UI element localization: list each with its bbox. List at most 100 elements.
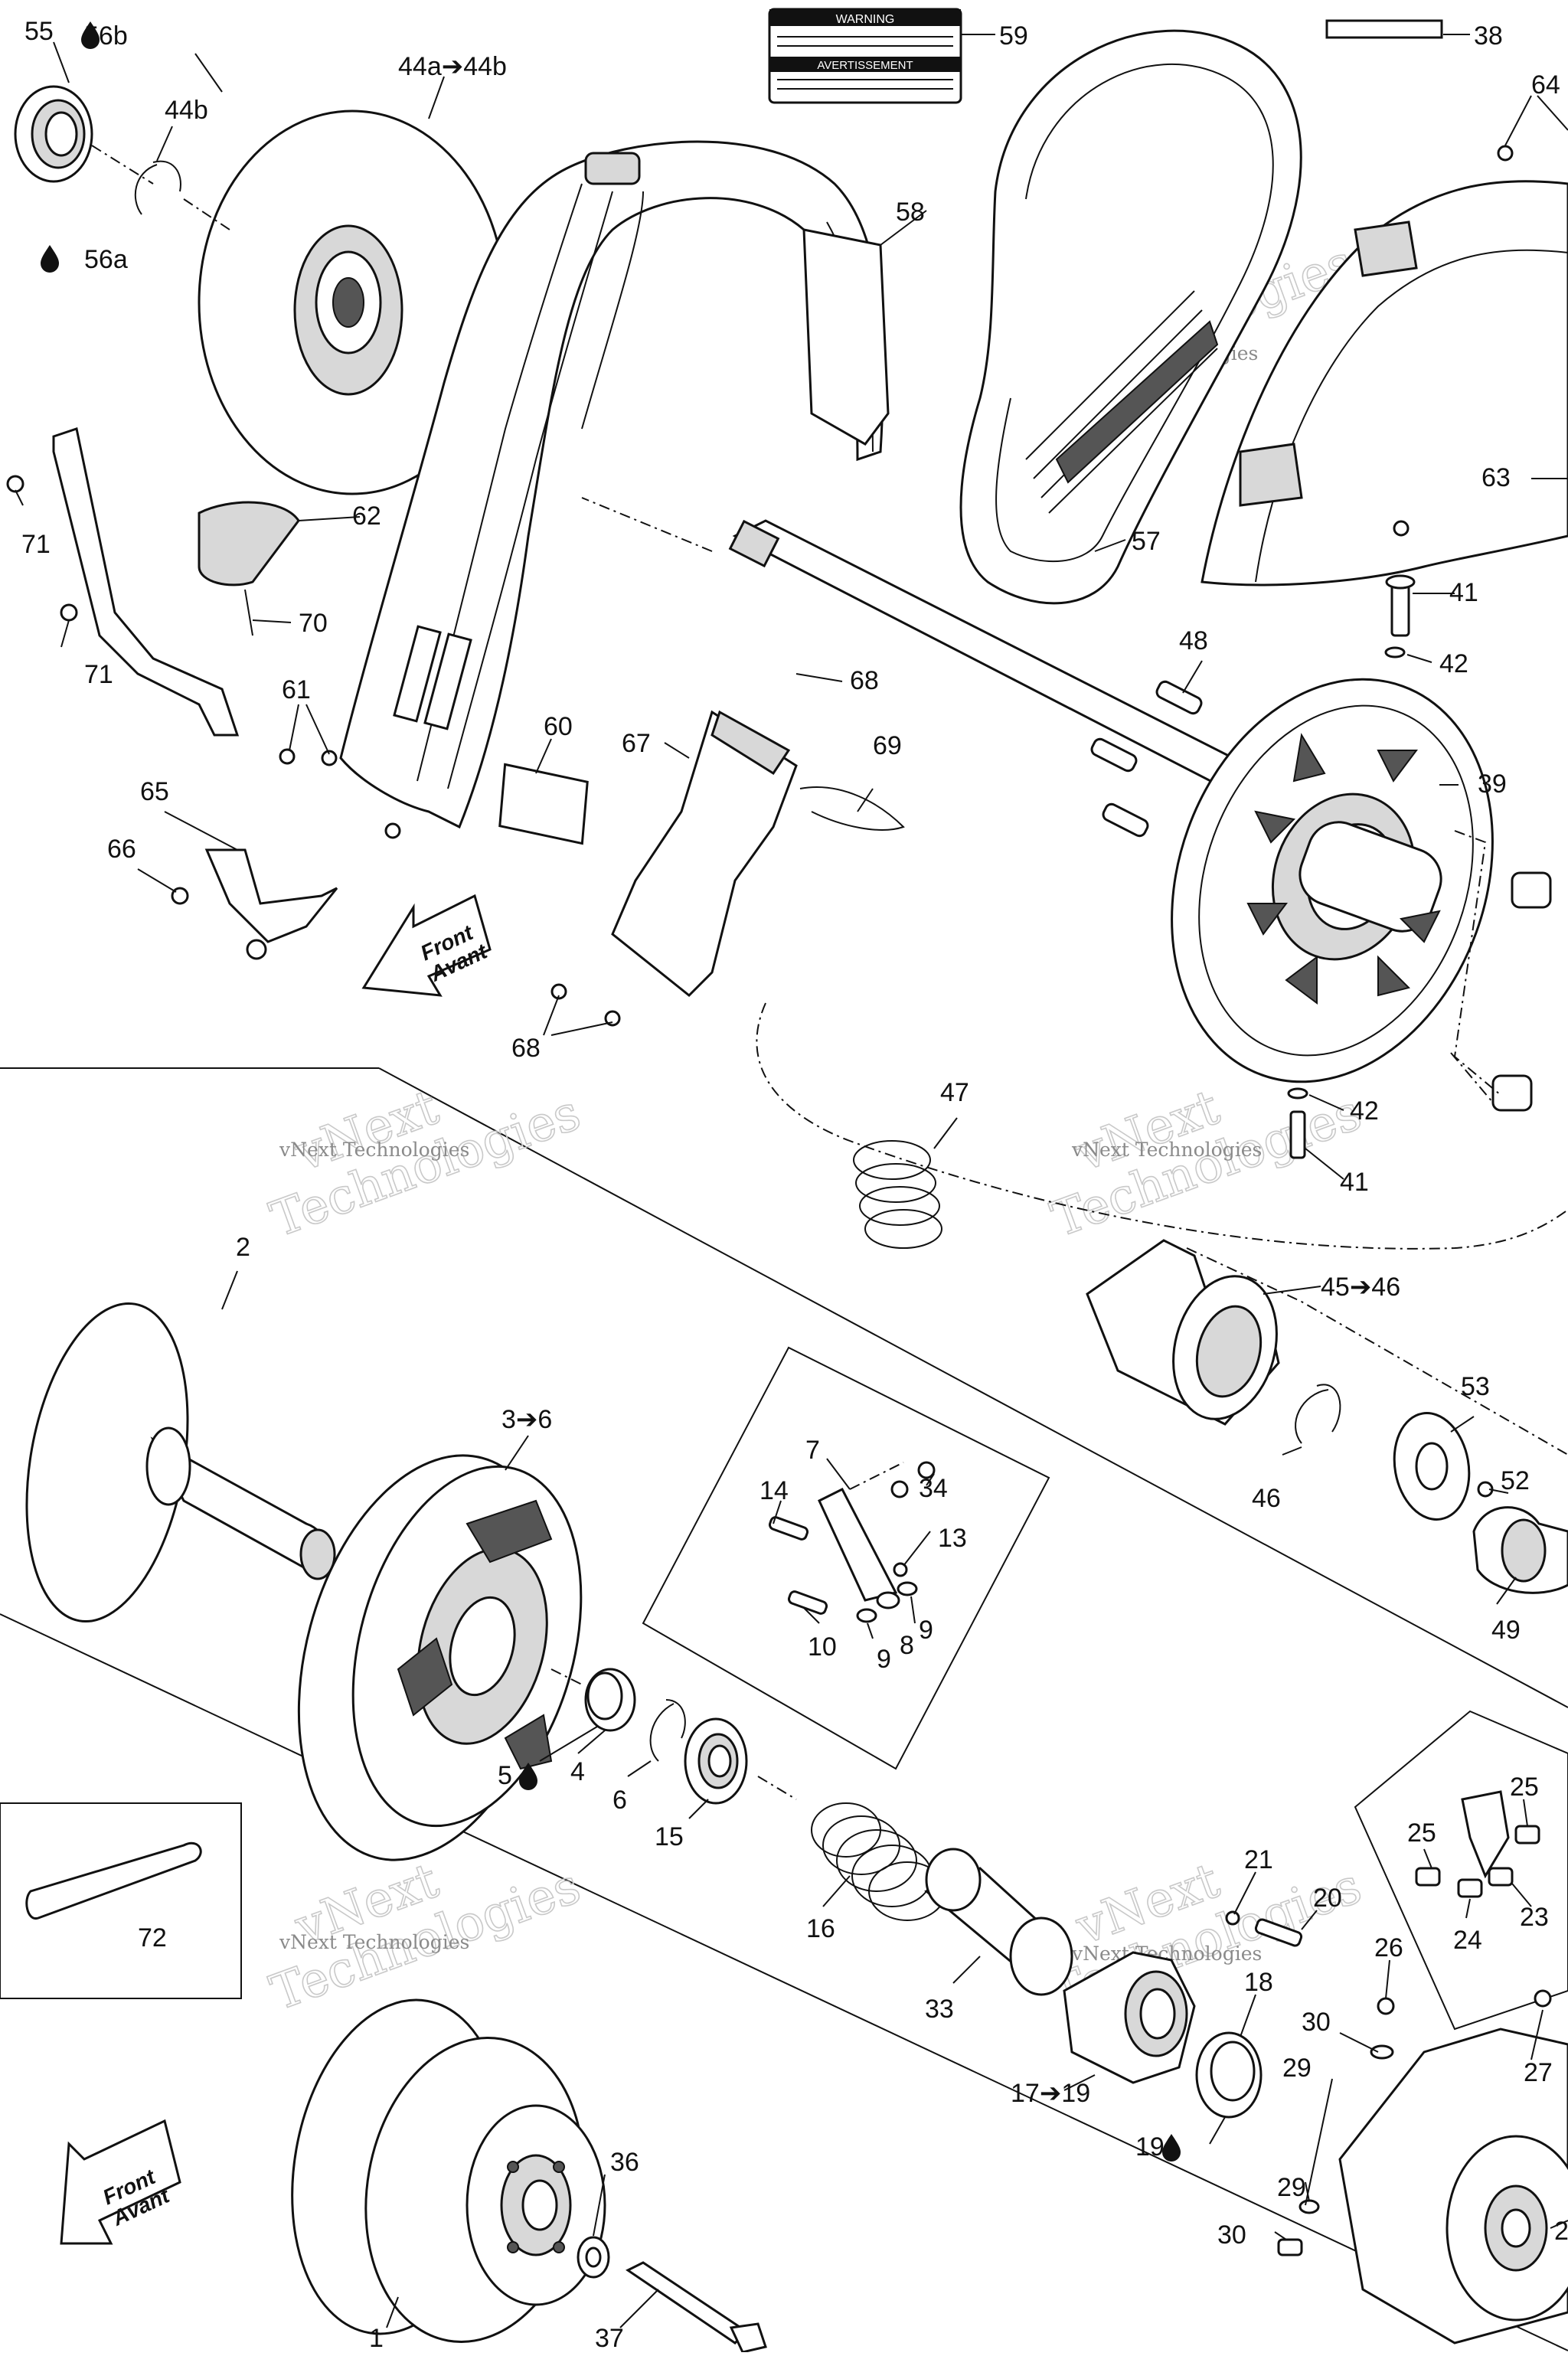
callout-27: 27 <box>1524 2058 1553 2087</box>
callout-17-19: 17➔19 <box>1011 2079 1090 2108</box>
callout-8: 8 <box>900 1631 914 1660</box>
callout-labels: 55 56b 56a 44a➔44b 44b 59 38 64 58 62 71… <box>21 17 1568 2353</box>
callout-14: 14 <box>760 1476 789 1505</box>
callout-30-bottom: 30 <box>1217 2220 1246 2250</box>
callout-44a-44b: 44a➔44b <box>398 52 507 81</box>
callout-9-right: 9 <box>919 1616 933 1645</box>
callout-4: 4 <box>570 1757 585 1786</box>
lower-bracket <box>550 710 905 1027</box>
fixed-sheave <box>25 1302 336 1623</box>
belt-guard <box>339 140 890 829</box>
svg-text:WARNING: WARNING <box>836 13 895 26</box>
callout-33: 33 <box>925 1995 954 2024</box>
cam-45 <box>1086 1239 1280 1426</box>
oil-drop-icon <box>81 21 100 49</box>
callout-36: 36 <box>610 2148 639 2177</box>
drive-shaft <box>581 497 1266 798</box>
callout-20: 20 <box>1313 1884 1342 1913</box>
callout-19: 19 <box>1135 2132 1165 2162</box>
callout-9-left: 9 <box>877 1645 891 1674</box>
callout-61: 61 <box>282 675 311 704</box>
rollers-right <box>1450 830 1552 1112</box>
bolt-41-bottom <box>1287 1087 1308 1159</box>
callout-25-top: 25 <box>1510 1773 1539 1802</box>
bolt-37 <box>626 2261 767 2354</box>
hub-49 <box>1472 1481 1568 1594</box>
cam-arm-kit-box <box>642 1346 1050 1770</box>
callout-37: 37 <box>595 2324 624 2352</box>
callout-29-bottom: 29 <box>1277 2173 1306 2202</box>
drive-hub <box>1277 1989 1568 2345</box>
oil-drop-icon <box>41 245 59 273</box>
drive-belt <box>959 29 1302 605</box>
movable-sheave <box>297 1454 583 1861</box>
callout-10: 10 <box>808 1632 837 1662</box>
roller-kit-box <box>1354 1710 1568 2031</box>
callout-39: 39 <box>1478 770 1507 799</box>
callout-65: 65 <box>140 777 169 806</box>
washer-53 <box>1393 1412 1471 1521</box>
callout-41-top: 41 <box>1449 578 1478 607</box>
callout-63: 63 <box>1481 463 1511 492</box>
spacer-33 <box>924 1848 1073 1996</box>
callout-64: 64 <box>1531 70 1560 100</box>
callout-21: 21 <box>1244 1845 1273 1874</box>
callout-1: 1 <box>369 2324 384 2352</box>
bolt-41-top <box>1384 574 1416 658</box>
callout-53: 53 <box>1461 1372 1490 1401</box>
oil-seal <box>14 85 93 183</box>
callout-42-bottom: 42 <box>1350 1096 1379 1126</box>
mount-plate <box>498 763 589 845</box>
callout-56a: 56a <box>84 245 128 274</box>
driven-pulley <box>1171 678 1494 1083</box>
ring-6 <box>649 1699 686 1762</box>
callout-55: 55 <box>24 17 54 46</box>
warning-decal: WARNING AVERTISSEMENT <box>768 8 962 104</box>
callout-38: 38 <box>1474 21 1503 51</box>
pins-48 <box>1090 680 1203 838</box>
spring-16 <box>811 1802 946 1921</box>
callout-68-bottom: 68 <box>511 1034 541 1063</box>
callout-42-top: 42 <box>1439 649 1468 678</box>
assembled-drive-pulley <box>291 1998 606 2343</box>
callout-18: 18 <box>1244 1968 1273 1997</box>
callout-71-top: 71 <box>21 530 51 559</box>
snap-ring <box>134 160 181 215</box>
callout-2: 2 <box>236 1233 250 1262</box>
callout-67: 67 <box>622 729 651 758</box>
callout-6: 6 <box>612 1786 627 1815</box>
callout-45-46: 45➔46 <box>1321 1273 1400 1302</box>
watermark-text: vNext Technologies <box>279 1139 469 1161</box>
fan-disc <box>198 109 507 495</box>
callout-49: 49 <box>1491 1616 1521 1645</box>
callout-41-bottom: 41 <box>1340 1168 1369 1197</box>
callout-26: 26 <box>1374 1933 1403 1962</box>
label-plate <box>1325 19 1443 39</box>
watermark-text: vNext Technologies <box>1071 1139 1262 1161</box>
callout-52: 52 <box>1501 1466 1530 1495</box>
callout-68-top: 68 <box>850 666 879 695</box>
latch-bracket <box>171 848 338 960</box>
callout-69: 69 <box>873 731 902 760</box>
hose-box <box>0 1802 242 1999</box>
callout-48: 48 <box>1179 626 1208 655</box>
callout-57: 57 <box>1132 527 1161 556</box>
callout-13: 13 <box>938 1524 967 1553</box>
callout-46: 46 <box>1252 1484 1281 1513</box>
callout-30-top: 30 <box>1302 2008 1331 2037</box>
callout-5: 5 <box>498 1761 512 1790</box>
callout-29-top: 29 <box>1282 2054 1312 2083</box>
callout-23: 23 <box>1520 1903 1549 1932</box>
spring-47 <box>853 1140 942 1249</box>
oil-drop-icon <box>519 1763 537 1790</box>
lubricant-drop-icons <box>41 21 1181 2162</box>
callout-58: 58 <box>896 198 925 227</box>
callout-60: 60 <box>544 712 573 741</box>
front-arrow-top: Front Avant <box>361 894 492 997</box>
watermark-text: vNext Technologies <box>279 1931 469 1953</box>
callout-44b: 44b <box>165 96 208 125</box>
callout-24: 24 <box>1453 1926 1482 1955</box>
leader-lines <box>15 34 1568 2328</box>
callout-2-right: 2 <box>1554 2217 1568 2246</box>
